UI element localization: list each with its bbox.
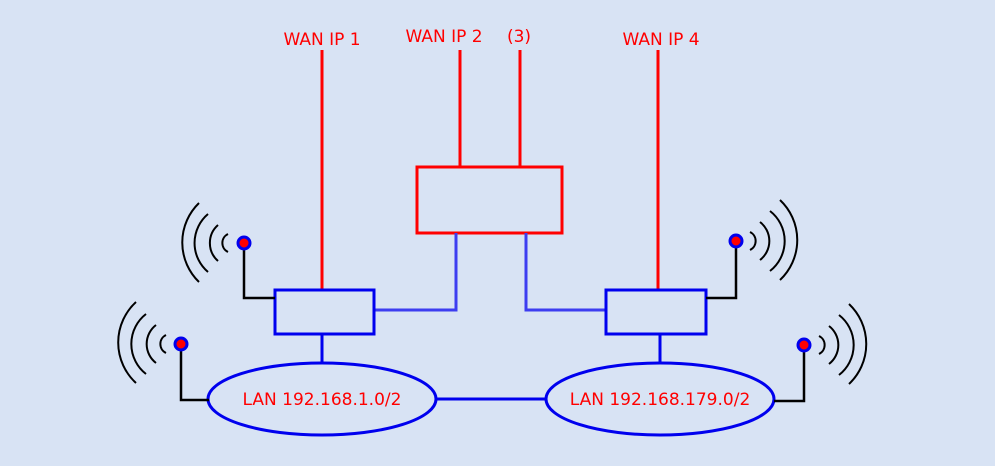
wifi-antenna-icon — [181, 202, 275, 300]
lan-right-ellipse — [544, 361, 776, 437]
lan-right-label: LAN 192.168.179.0/2 — [570, 390, 751, 410]
wan-router-box — [415, 165, 564, 235]
wifi-antenna-icon — [706, 199, 799, 300]
wifi-antenna-icon — [117, 301, 209, 402]
router-right — [604, 288, 708, 336]
wan2-label: WAN IP 2 — [405, 27, 482, 47]
wifi-antenna-icon — [774, 303, 868, 403]
wan3-label: (3) — [507, 27, 531, 47]
lan-left-label: LAN 192.168.1.0/2 — [243, 390, 402, 410]
router-left — [273, 288, 376, 336]
link-center-right — [524, 233, 606, 312]
link-center-left — [374, 233, 458, 312]
wan4-label: WAN IP 4 — [622, 30, 699, 50]
wan1-label: WAN IP 1 — [283, 30, 360, 50]
